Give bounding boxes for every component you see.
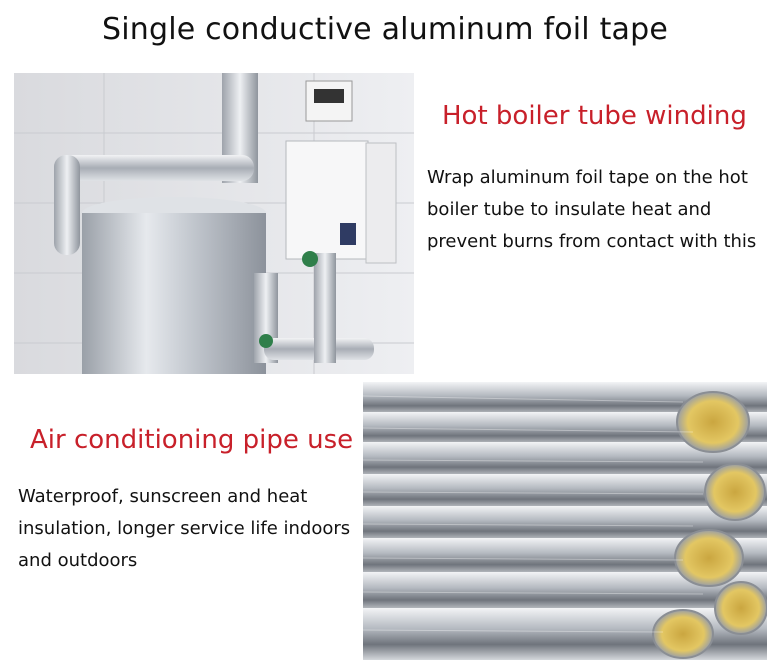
ducts-photo: [363, 382, 767, 660]
page-title: Single conductive aluminum foil tape: [101, 12, 669, 47]
boiler-section-heading: Hot boiler tube winding: [442, 101, 747, 131]
ac-section-text: Waterproof, sunscreen and heat insulatio…: [18, 486, 351, 571]
boiler-photo: [14, 73, 414, 374]
boiler-section-text: Wrap aluminum foil tape on the hot boile…: [427, 167, 757, 252]
ac-section-heading: Air conditioning pipe use: [30, 425, 354, 455]
